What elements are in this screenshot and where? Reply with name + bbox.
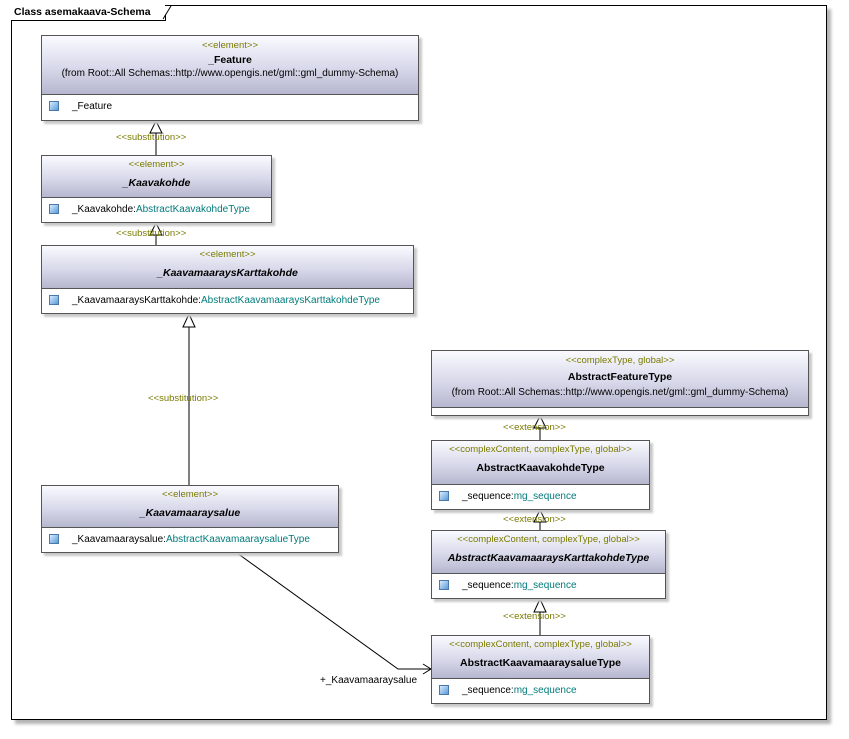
attribute-type: AbstractKaavakohdeType — [135, 204, 250, 215]
class-feature-header: <<element>> _Feature (from Root::All Sch… — [42, 36, 418, 95]
class-abstract-feature-type[interactable]: <<complexType, global>> AbstractFeatureT… — [431, 350, 809, 416]
attribute-icon — [49, 295, 59, 305]
class-feature-attribute[interactable]: _Feature — [42, 95, 418, 119]
generalization-arrow-4 — [533, 414, 547, 429]
attribute-type: mg_sequence — [513, 580, 577, 591]
class-kaavamaaraysalue-stereotype: <<element>> — [162, 489, 218, 500]
class-abstract-kaavakohde-type-stereotype: <<complexContent, complexType, global>> — [449, 444, 632, 455]
attribute-type: AbstractKaavamaaraysalueType — [165, 534, 310, 545]
attribute-name: _sequence: — [462, 580, 514, 591]
extension-label-1: <<extension>> — [503, 422, 566, 433]
attribute-icon — [439, 685, 449, 695]
class-kaavakohde[interactable]: <<element>> _Kaavakohde _Kaavakohde:Abst… — [41, 155, 272, 223]
extension-label-3: <<extension>> — [503, 611, 566, 622]
attribute-name: _sequence: — [462, 685, 514, 696]
attribute-type: AbstractKaavamaaraysKarttakohdeType — [200, 295, 380, 306]
generalization-arrow-5 — [533, 508, 547, 523]
class-abstract-kaavamaaraysalue-type[interactable]: <<complexContent, complexType, global>> … — [431, 635, 650, 704]
class-abstract-kaavamaarays-karttakohde-type-header: <<complexContent, complexType, global>> … — [432, 531, 665, 574]
attribute-icon — [439, 580, 449, 590]
generalization-arrow-6 — [533, 597, 547, 613]
class-abstract-feature-type-header: <<complexType, global>> AbstractFeatureT… — [432, 351, 808, 408]
class-abstract-kaavamaarays-karttakohde-type-stereotype: <<complexContent, complexType, global>> — [457, 534, 640, 545]
class-abstract-kaavakohde-type[interactable]: <<complexContent, complexType, global>> … — [431, 440, 650, 510]
class-abstract-feature-type-from: (from Root::All Schemas::http://www.open… — [451, 387, 789, 398]
frame-tab-diagonal — [162, 5, 172, 20]
class-abstract-kaavakohde-type-attribute[interactable]: _sequence:mg_sequence — [432, 485, 649, 509]
attribute-icon — [49, 204, 59, 214]
class-kaavamaarays-karttakohde-stereotype: <<element>> — [199, 249, 256, 260]
class-kaavamaaraysalue-name: _Kaavamaaraysalue — [139, 507, 241, 519]
class-kaavamaarays-karttakohde-header: <<element>> _KaavamaaraysKarttakohde — [42, 246, 413, 289]
class-kaavakohde-stereotype: <<element>> — [128, 159, 185, 170]
class-abstract-kaavamaarays-karttakohde-type-name: AbstractKaavamaaraysKarttakohdeType — [447, 552, 650, 564]
class-kaavakohde-name: _Kaavakohde — [122, 177, 191, 189]
class-kaavamaarays-karttakohde-name: _KaavamaaraysKarttakohde — [157, 267, 298, 279]
attribute-name: _Kaavakohde: — [72, 204, 136, 215]
extension-label-2: <<extension>> — [503, 514, 566, 525]
attribute-name: _KaavamaaraysKarttakohde: — [72, 295, 201, 306]
class-kaavamaarays-karttakohde-attribute[interactable]: _KaavamaaraysKarttakohde:AbstractKaavama… — [42, 289, 413, 313]
class-feature[interactable]: <<element>> _Feature (from Root::All Sch… — [41, 35, 419, 121]
generalization-arrow-1 — [149, 119, 163, 134]
class-feature-stereotype: <<element>> — [202, 40, 258, 51]
substitution-label-3: <<substitution>> — [148, 393, 219, 404]
attribute-type: mg_sequence — [513, 685, 577, 696]
class-abstract-kaavakohde-type-header: <<complexContent, complexType, global>> … — [432, 441, 649, 485]
association-role-label: +_Kaavamaaraysalue — [320, 675, 418, 686]
attribute-name: _Kaavamaaraysalue: — [72, 534, 166, 545]
class-kaavamaaraysalue-header: <<element>> _Kaavamaaraysalue — [42, 486, 338, 528]
class-abstract-kaavamaaraysalue-type-header: <<complexContent, complexType, global>> … — [432, 636, 649, 679]
class-abstract-feature-type-name: AbstractFeatureType — [567, 371, 673, 383]
attribute-name: _sequence: — [462, 491, 514, 502]
diagram-frame-title: Class asemakaava-Schema — [11, 5, 166, 21]
class-kaavamaarays-karttakohde[interactable]: <<element>> _KaavamaaraysKarttakohde _Ka… — [41, 245, 414, 314]
substitution-label-2: <<substitution>> — [116, 228, 187, 239]
attribute-icon — [439, 491, 449, 501]
class-feature-name: _Feature — [208, 54, 252, 66]
class-kaavakohde-attribute[interactable]: _Kaavakohde:AbstractKaavakohdeType — [42, 198, 271, 222]
class-feature-from: (from Root::All Schemas::http://www.open… — [61, 68, 399, 79]
association-line — [236, 552, 431, 670]
class-abstract-kaavakohde-type-name: AbstractKaavakohdeType — [476, 462, 605, 474]
class-abstract-kaavamaarays-karttakohde-type[interactable]: <<complexContent, complexType, global>> … — [431, 530, 666, 599]
class-abstract-kaavamaaraysalue-type-attribute[interactable]: _sequence:mg_sequence — [432, 679, 649, 703]
attribute-type: mg_sequence — [513, 491, 577, 502]
class-abstract-kaavamaaraysalue-type-stereotype: <<complexContent, complexType, global>> — [449, 639, 632, 650]
attribute-icon — [49, 534, 59, 544]
class-abstract-feature-type-stereotype: <<complexType, global>> — [565, 355, 675, 366]
attribute-icon — [49, 101, 59, 111]
generalization-arrow-3 — [182, 312, 196, 328]
class-kaavamaaraysalue-attribute[interactable]: _Kaavamaaraysalue:AbstractKaavamaaraysal… — [42, 528, 338, 552]
substitution-label-1: <<substitution>> — [116, 132, 187, 143]
generalization-arrow-2 — [149, 221, 163, 236]
class-kaavamaaraysalue[interactable]: <<element>> _Kaavamaaraysalue _Kaavamaar… — [41, 485, 339, 553]
class-kaavakohde-header: <<element>> _Kaavakohde — [42, 156, 271, 198]
class-abstract-kaavamaaraysalue-type-name: AbstractKaavamaaraysalueType — [460, 657, 621, 669]
attribute-name: _Feature — [72, 101, 113, 112]
class-abstract-kaavamaarays-karttakohde-type-attribute[interactable]: _sequence:mg_sequence — [432, 574, 665, 598]
